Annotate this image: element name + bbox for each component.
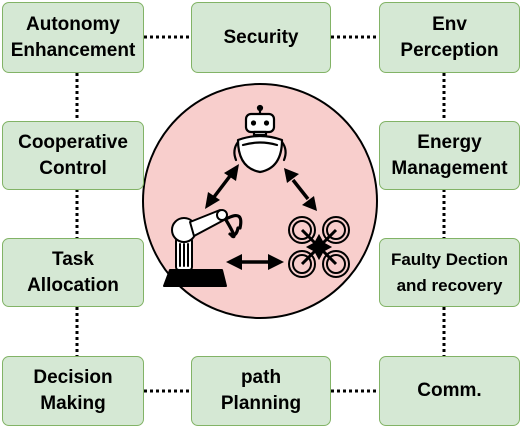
double-arrow-robot-arm: [205, 164, 239, 209]
arrows: [205, 164, 317, 270]
box-line: Comm.: [417, 380, 482, 401]
box-line: and recovery: [396, 275, 503, 295]
task-allocation-box: Task Allocation: [2, 238, 144, 307]
box-line: Perception: [400, 39, 499, 61]
robotic-arm-icon: [163, 209, 243, 287]
env-perception-box: Env Perception: [379, 2, 520, 73]
comm-box: Comm.: [379, 356, 520, 426]
box-line: Cooperative: [18, 131, 128, 153]
path-planning-box: path Planning: [191, 356, 331, 426]
double-arrow-robot-drone: [284, 168, 317, 211]
box-line: Management: [391, 157, 508, 179]
drone-icon: [288, 216, 350, 278]
box-line: Control: [39, 157, 107, 179]
box-line: path: [240, 367, 282, 388]
box-line: Planning: [220, 393, 302, 414]
box-line: Decision: [33, 367, 113, 388]
autonomy-enhancement-box: Autonomy Enhancement: [2, 2, 144, 73]
double-arrow-arm-drone: [226, 254, 284, 270]
connectors: [75, 35, 446, 393]
box-line: Env: [432, 13, 467, 35]
box-line: Security: [223, 26, 299, 48]
box-line: Making: [40, 393, 106, 414]
central-circle: [142, 83, 378, 319]
box-line: Faulty Dection: [390, 249, 509, 269]
decision-making-box: Decision Making: [2, 356, 144, 426]
box-line: Allocation: [27, 274, 119, 296]
energy-management-box: Energy Management: [379, 121, 520, 190]
box-line: Enhancement: [10, 39, 136, 61]
faulty-detection-recovery-box: Faulty Dection and recovery: [379, 238, 520, 307]
box-line: Autonomy: [26, 13, 120, 35]
box-line: Task: [52, 248, 94, 270]
box-line: Energy: [417, 131, 482, 153]
cooperative-control-box: Cooperative Control: [2, 121, 144, 190]
security-box: Security: [191, 2, 331, 73]
robot-icon: [233, 104, 287, 174]
